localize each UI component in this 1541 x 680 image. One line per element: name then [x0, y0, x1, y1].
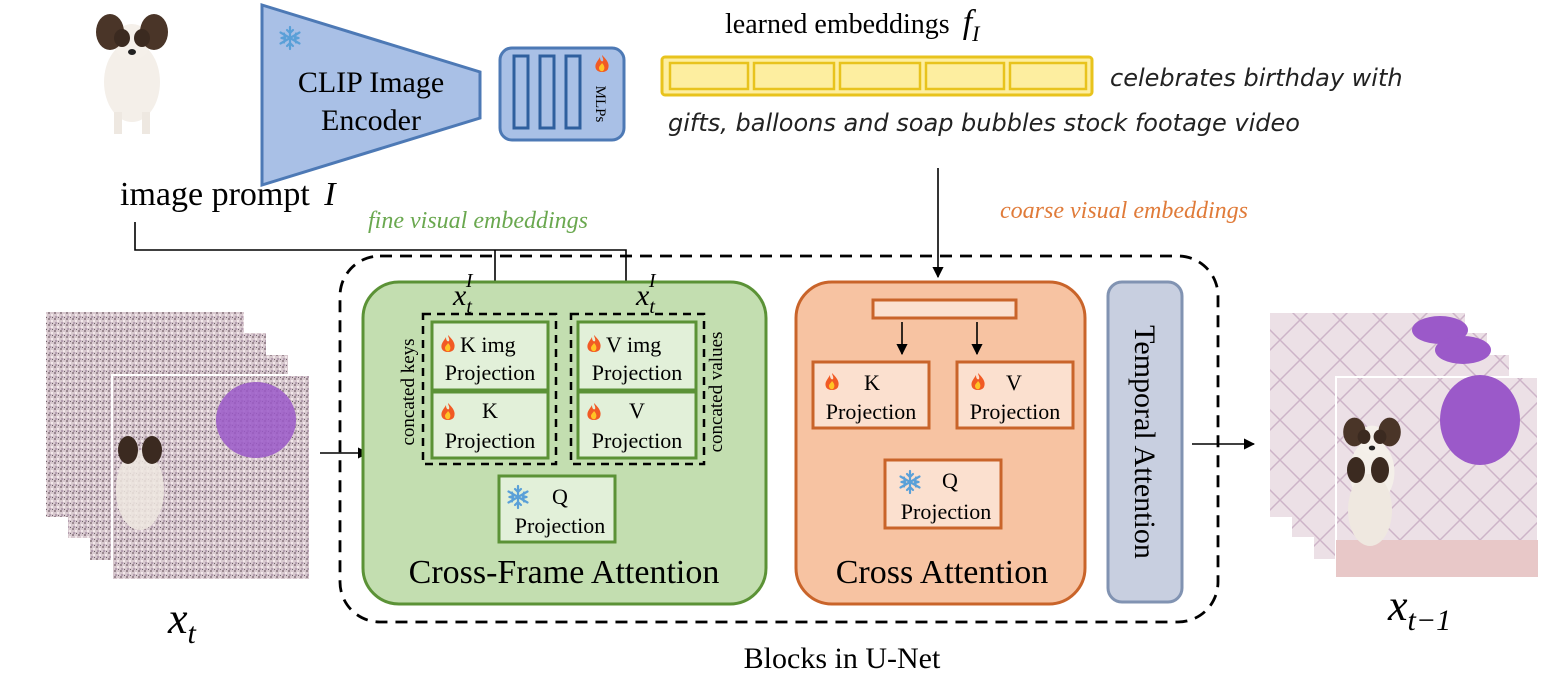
v-projection-label: Projection: [592, 428, 682, 453]
temporal-attention-block: [1106, 280, 1184, 604]
v-projection-label-cross: Projection: [970, 399, 1060, 424]
concated-values-label: concated values: [706, 332, 727, 453]
caption-line2: gifts, balloons and soap bubbles stock f…: [668, 109, 1300, 137]
temporal-attention-title: Temporal Attention: [1128, 325, 1161, 559]
clip-encoder-line1: CLIP Image: [298, 66, 444, 99]
coarse-visual-embeddings-label: coarse visual embeddings: [1000, 198, 1248, 224]
embedding-token: [1008, 61, 1088, 91]
blocks-in-unet-label: Blocks in U-Net: [744, 642, 941, 675]
cross-attention-title: Cross Attention: [836, 554, 1049, 591]
clip-encoder-line2: Encoder: [321, 104, 421, 137]
k-img-label: K img: [460, 332, 516, 357]
v-img-label: V img: [606, 332, 661, 357]
q-projection-label-cross: Projection: [901, 499, 991, 524]
xt-minus-1-label: xt−1: [1387, 581, 1451, 637]
learned-embeddings-label: learned embeddings fI: [725, 4, 981, 46]
v-projection-box: [576, 390, 698, 460]
mlp-layer: [512, 54, 530, 130]
q-label-cross: Q: [942, 468, 958, 493]
mlps-label: MLPs: [592, 86, 608, 123]
concated-keys-label: concated keys: [398, 338, 419, 445]
concated-keys-group: [421, 312, 558, 466]
k-label-cross: K: [864, 370, 880, 395]
q-projection-box-cross: [883, 458, 1003, 530]
concated-values-group: [569, 312, 706, 466]
k-img-projection-box: [430, 320, 550, 392]
mlp-layer: [538, 54, 556, 130]
learned-embeddings-bar: [660, 55, 1094, 97]
v-label: V: [629, 398, 645, 423]
k-img-projection-label: Projection: [445, 360, 535, 385]
k-projection-box: [430, 390, 550, 460]
xt-label: xt: [167, 594, 197, 650]
v-img-projection-box: [576, 320, 698, 392]
embedding-token: [668, 61, 750, 91]
cross-attention-embedding-bar: [871, 298, 1018, 320]
caption-line1: celebrates birthday with: [1110, 64, 1403, 92]
mlps-box: [498, 46, 626, 142]
mlp-layer: [564, 54, 582, 130]
noisy-input-frames-image: [46, 312, 311, 581]
embedding-token: [838, 61, 922, 91]
v-projection-box-cross: [955, 360, 1075, 430]
k-label: K: [482, 398, 498, 423]
k-projection-label: Projection: [445, 428, 535, 453]
fine-visual-embeddings-label: fine visual embeddings: [368, 208, 588, 234]
image-prompt-label: image prompt I: [120, 176, 337, 213]
xtI-label-keys: xtI: [452, 270, 474, 318]
clip-encoder-box: [260, 2, 482, 188]
k-projection-label-cross: Projection: [826, 399, 916, 424]
embedding-token: [924, 61, 1006, 91]
embedding-token: [752, 61, 836, 91]
k-projection-box-cross: [811, 360, 931, 430]
clean-output-frames-image: [1270, 313, 1539, 578]
q-projection-label-cross-frame: Projection: [515, 513, 605, 538]
v-img-projection-label: Projection: [592, 360, 682, 385]
cross-frame-attention-title: Cross-Frame Attention: [409, 554, 720, 591]
q-label-cross-frame: Q: [552, 484, 568, 509]
image-prompt-dog-image: [96, 14, 168, 134]
v-label-cross: V: [1006, 370, 1022, 395]
unet-blocks-container: [338, 254, 1220, 624]
xtI-label-values: xtI: [635, 270, 657, 318]
